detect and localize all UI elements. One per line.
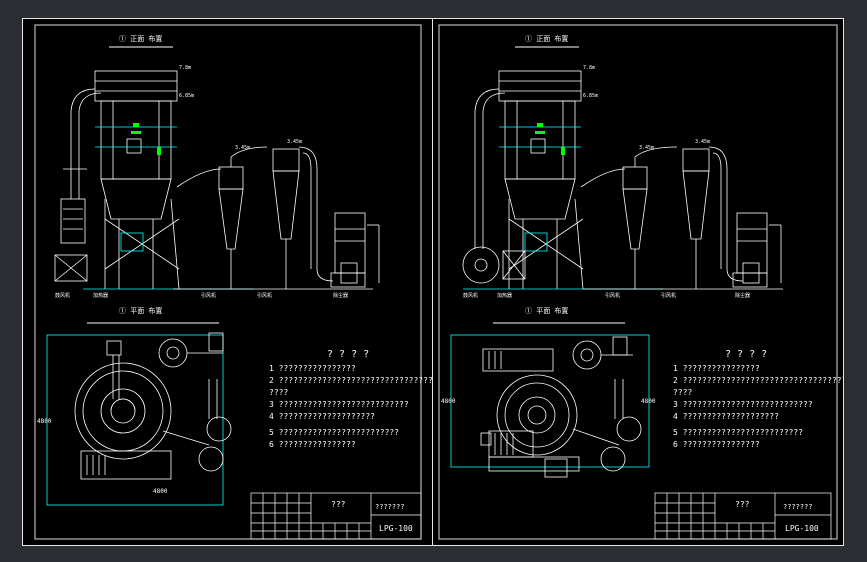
- title-block-model: LPG-100: [379, 524, 413, 533]
- title-block: [250, 492, 422, 540]
- cyclone-separator-1: [580, 146, 678, 289]
- note-line: 6 ????????????????: [269, 440, 356, 449]
- equip-label: 鼓风机: [463, 292, 478, 299]
- elevation-title: ① 正面 布置: [525, 34, 568, 43]
- equip-label: 引风机: [257, 292, 272, 299]
- title-block-name: ???: [331, 500, 346, 509]
- drying-tower: [498, 70, 584, 290]
- note-line: 3 ???????????????????????????: [673, 400, 813, 409]
- elev-label: 3.45m: [695, 139, 710, 145]
- title-block: [654, 492, 832, 540]
- title-block-subtitle: ???????: [783, 503, 813, 511]
- title-block-model: LPG-100: [785, 524, 819, 533]
- elev-label: 6.85m: [583, 93, 598, 99]
- dim-label: 4800: [37, 418, 52, 425]
- equip-label: 加热器: [497, 292, 512, 299]
- plan-title: ① 平面 布置: [119, 306, 162, 315]
- title-block-subtitle: ???????: [375, 503, 405, 511]
- equip-label: 鼓风机: [55, 292, 70, 299]
- note-line: 5 ?????????????????????????: [673, 428, 803, 437]
- wet-scrubber: [732, 212, 782, 288]
- drawing-canvas-left: ① 正面 布置: [34, 24, 433, 540]
- note-line: 1 ????????????????: [269, 364, 356, 373]
- elev-label: 6.85m: [179, 93, 194, 99]
- hot-air-duct: [54, 88, 102, 282]
- cyclone-separator-1: [176, 146, 268, 289]
- drawing-sheet-right: ① 正面 布置: [432, 18, 844, 546]
- note-line: ????: [673, 388, 692, 397]
- plan-view: [480, 336, 642, 478]
- elev-label: 7.8m: [583, 65, 595, 71]
- equip-label: 除尘器: [333, 292, 348, 299]
- note-line: 4 ????????????????????: [269, 412, 375, 421]
- equip-label: 引风机: [661, 292, 676, 299]
- plan-title: ① 平面 布置: [525, 306, 568, 315]
- dim-label: 4800: [641, 398, 656, 405]
- hot-air-duct: [462, 88, 526, 284]
- elev-label: 3.45m: [287, 139, 302, 145]
- notes-heading: ? ? ? ?: [327, 349, 369, 360]
- drawing-canvas-right: ① 正面 布置: [438, 24, 843, 540]
- drying-tower: [94, 70, 180, 290]
- elev-label: 3.45m: [639, 145, 654, 151]
- elev-label: 3.45m: [235, 145, 250, 151]
- note-line: 2 ???????????????????????????????????: [673, 376, 843, 385]
- title-block-name: ???: [735, 500, 750, 509]
- wet-scrubber: [330, 212, 380, 288]
- equip-label: 引风机: [201, 292, 216, 299]
- note-line: 6 ????????????????: [673, 440, 760, 449]
- drawing-sheet-left: ① 正面 布置: [22, 18, 434, 546]
- equip-label: 加热器: [93, 292, 108, 299]
- note-line: 1 ????????????????: [673, 364, 760, 373]
- plan-boundary: [450, 334, 650, 468]
- dim-label: 4800: [153, 488, 168, 495]
- elev-label: 7.8m: [179, 65, 191, 71]
- elevation-title: ① 正面 布置: [119, 34, 162, 43]
- cyclone-separator-2: [272, 146, 334, 289]
- dim-label: 4800: [441, 398, 456, 405]
- note-line: 4 ????????????????????: [673, 412, 779, 421]
- equip-label: 除尘器: [735, 292, 750, 299]
- cyclone-separator-2: [682, 146, 744, 289]
- note-line: 3 ???????????????????????????: [269, 400, 409, 409]
- note-line: 5 ?????????????????????????: [269, 428, 399, 437]
- notes-heading: ? ? ? ?: [725, 349, 767, 360]
- plan-boundary: [46, 334, 224, 506]
- note-line: 2 ???????????????????????????????????: [269, 376, 433, 385]
- equip-label: 引风机: [605, 292, 620, 299]
- note-line: ????: [269, 388, 288, 397]
- plan-view: [74, 332, 232, 480]
